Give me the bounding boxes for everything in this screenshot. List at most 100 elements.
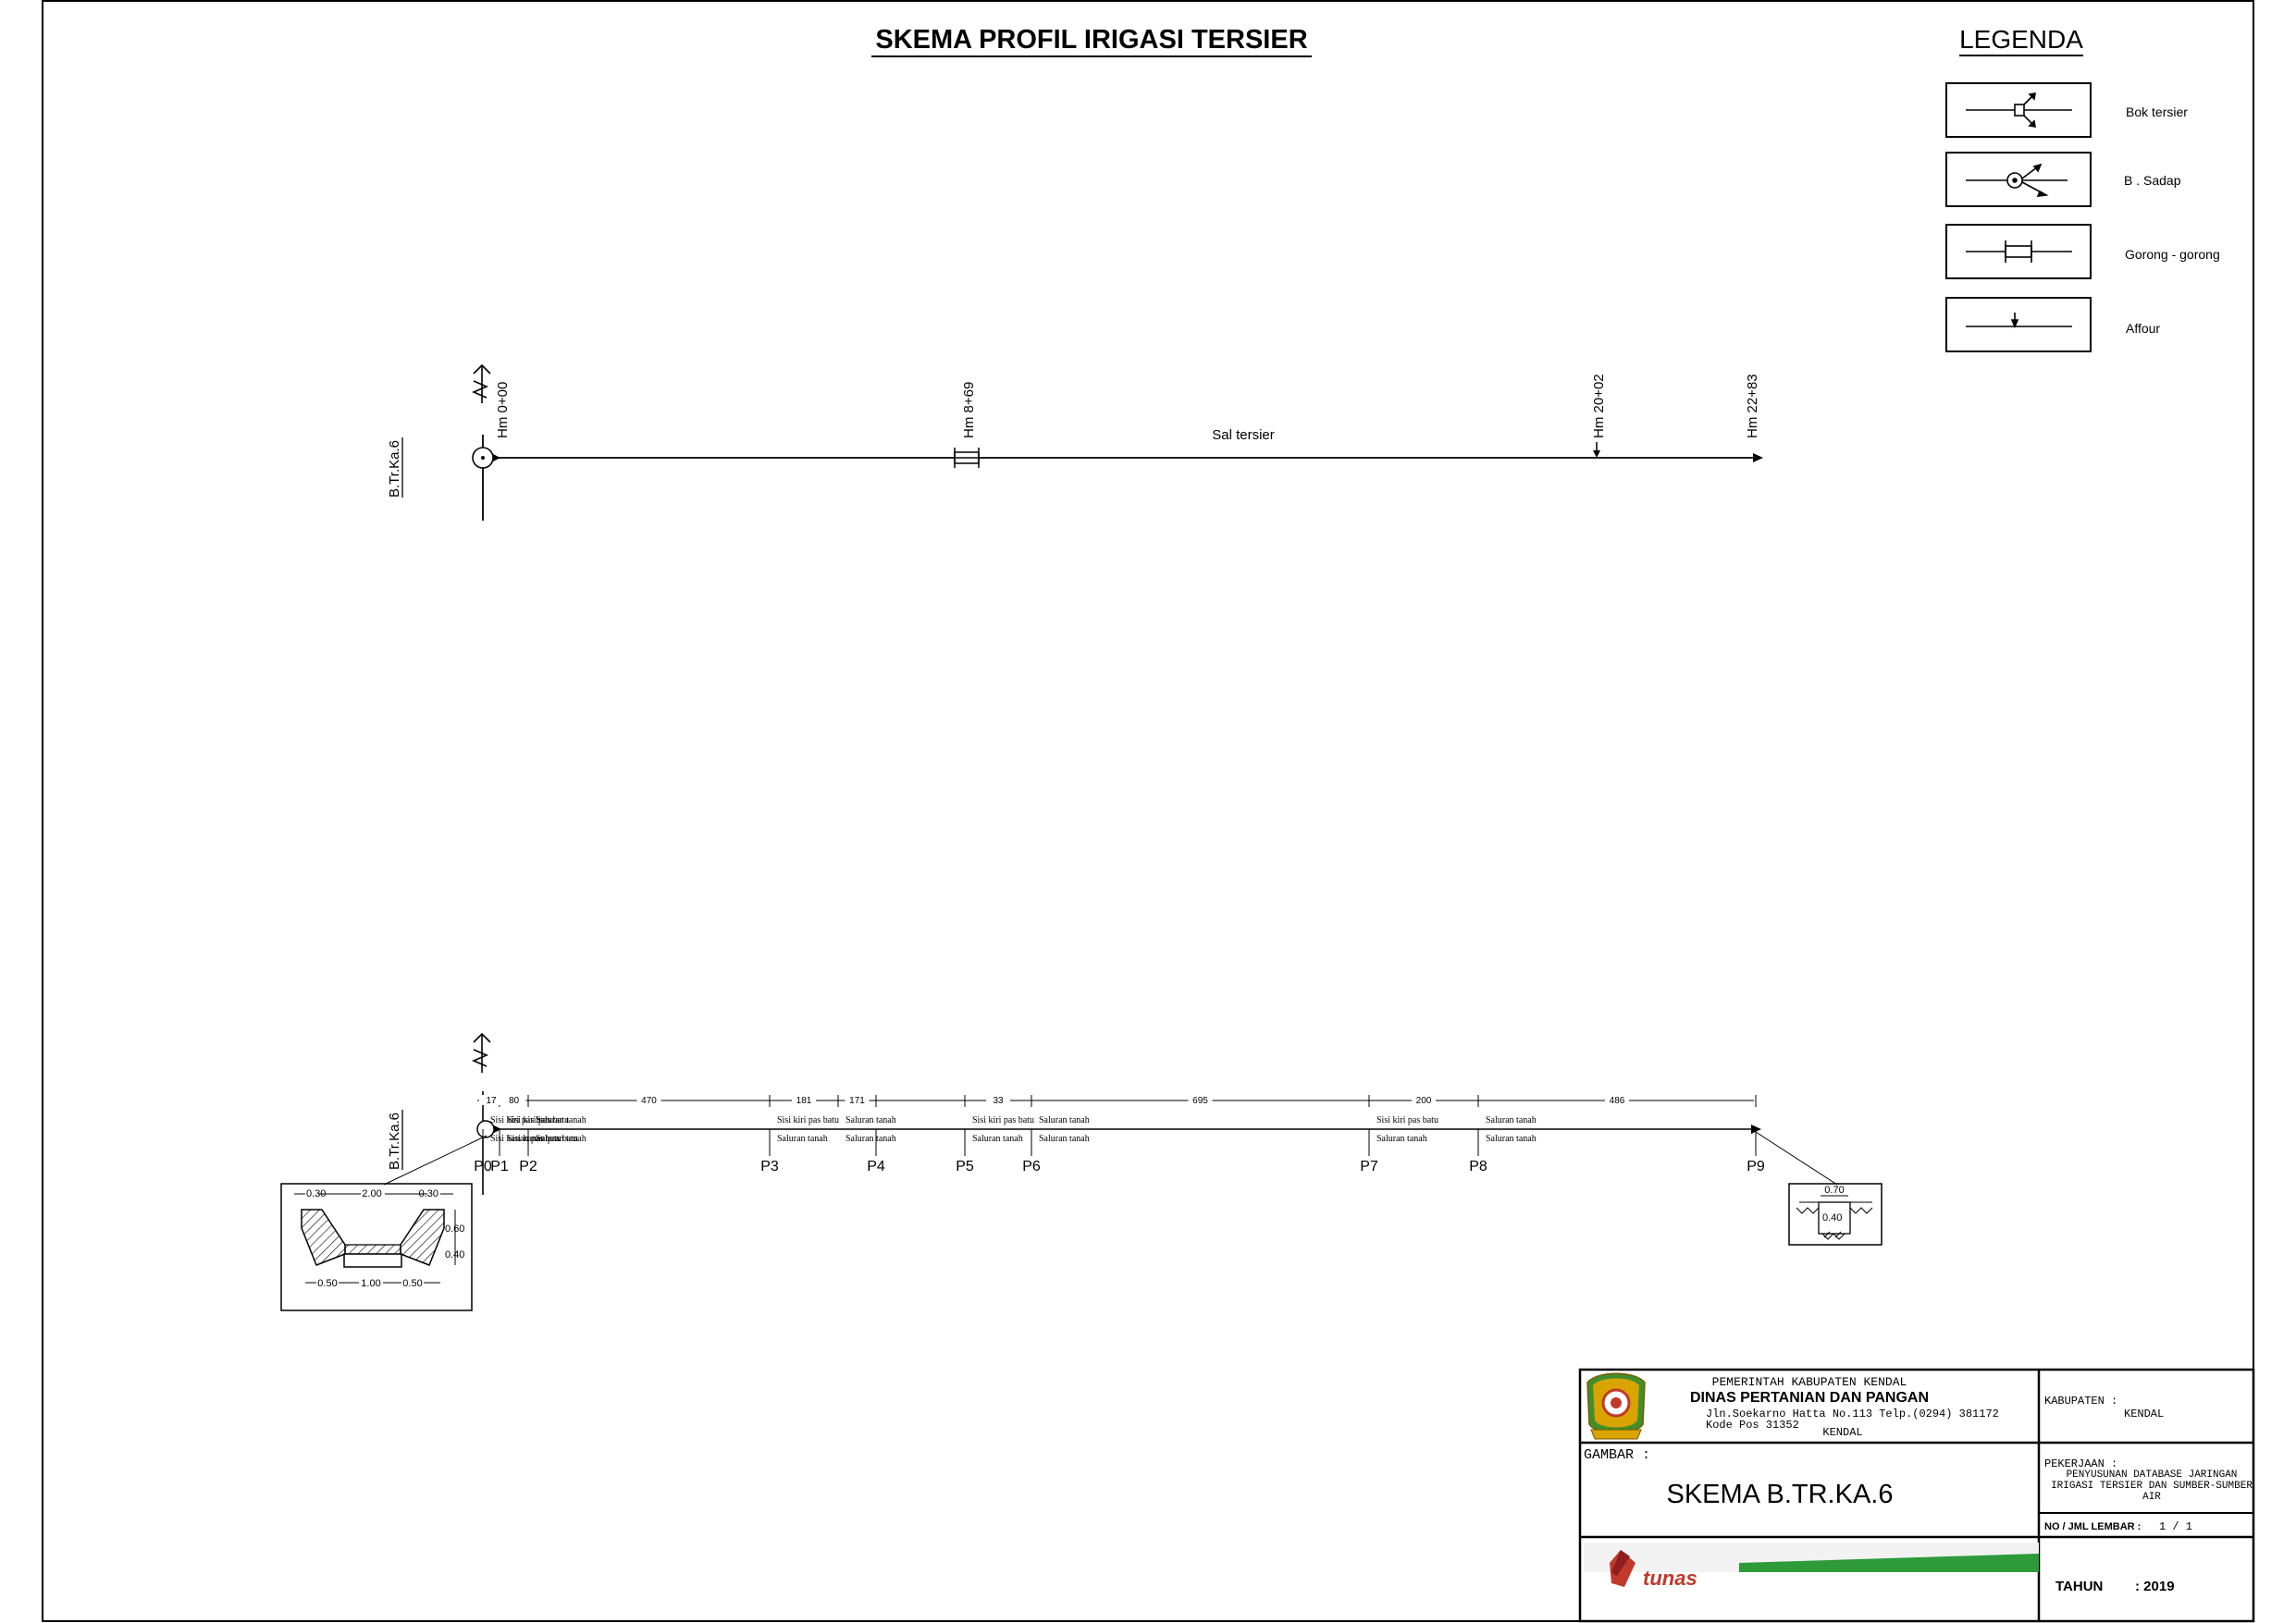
segment-length-bg [986,1095,1010,1105]
affour-symbol-icon [1966,313,2072,329]
left-section-pipe [343,1253,402,1268]
title-block-frame [1578,1368,2255,1623]
left-section-floor [344,1244,401,1255]
segment-length-bg [479,1095,503,1105]
tb-pekerjaan-line-2: AIR [2142,1492,2161,1503]
segment-left-bank: Sisi kiri pas batu [1376,1115,1438,1125]
left-section-bottom-dim-bg2 [401,1277,424,1288]
schema-sadap-dot [481,456,485,460]
schema-station-0: Hm 0+00 [495,382,511,438]
water-source-icon [471,363,491,403]
profile-start-arrow [494,1125,501,1133]
gorong-gorong-symbol-icon [1966,240,2072,263]
profile-water-source-icon [471,1032,491,1073]
tb-tahun-value: : 2019 [2135,1579,2175,1594]
segment-length-bg [1605,1095,1629,1105]
tb-kabupaten-label: KABUPATEN : [2044,1395,2117,1408]
schema-station-3: Hm 22+83 [1745,374,1760,438]
segment-length: 80 [509,1096,520,1106]
tb-tahun-label: TAHUN [2055,1579,2103,1594]
left-section-bottom-2: 0.50 [402,1278,422,1289]
left-cross-section: 0.30 2.00 0.30 0.60 0.40 0.50 1.00 0.50 [280,1183,473,1311]
left-section-top-dim-bg2 [427,1187,440,1199]
tb-sheet-label: NO / JML LEMBAR : [2044,1521,2141,1532]
segment-left-bank: Sisi kiri pas batu [490,1115,552,1125]
segment-right-bank: Saluran tanah [1486,1134,1537,1144]
tb-address1: Jln.Soekarno Hatta No.113 Telp.(0294) 38… [1706,1408,1999,1420]
segment-left-bank: Sisi kiri pas batu [507,1115,569,1125]
legend: LEGENDA Bok tersier B . Sadap [1945,25,2220,352]
tunas-logo-icon: tunas [1584,1543,2039,1590]
left-section-bottom-1: 1.00 [361,1278,380,1289]
schema-channel-arrow [1753,453,1763,462]
left-section-frame [280,1183,473,1311]
segment-length: 200 [1416,1096,1432,1106]
legend-box-bok-tersier [1945,82,2092,138]
profile-point-label: P8 [1469,1159,1487,1174]
left-section-top-0: 0.30 [306,1188,326,1199]
title-block: PEMERINTAH KABUPATEN KENDAL DINAS PERTAN… [1578,1368,2255,1623]
segment-length: 171 [849,1096,865,1106]
left-section-wall-left [301,1209,346,1266]
segment-length: 486 [1610,1096,1625,1106]
legend-box-sadap [1945,152,2092,207]
drawing-title: SKEMA PROFIL IRIGASI TERSIER [875,25,1307,55]
kendal-emblem-icon [1586,1372,1646,1440]
right-section-inner: 0.40 [1822,1212,1842,1223]
segment-left-bank: Sisi kiri pas batu [777,1115,839,1125]
schema-station-1: Hm 8+69 [961,382,977,438]
profile-point-label: P0 [474,1159,492,1174]
segment-right-bank: Sisi kanan pas batu [490,1134,562,1144]
tb-gambar-value: SKEMA B.TR.KA.6 [1667,1480,1894,1509]
tb-pekerjaan-line-1: IRIGASI TERSIER DAN SUMBER-SUMBER [2051,1481,2253,1492]
profile-point-label: P4 [867,1159,885,1174]
bok-tersier-symbol-icon [1966,92,2072,128]
right-section-leader [1755,1131,1838,1186]
segment-length-bg [1188,1095,1213,1105]
tb-city: KENDAL [1822,1426,1862,1439]
schema-start-arrow [493,454,500,461]
schema-affour-icon [1593,442,1600,458]
segment-right-bank: Saluran tanah [777,1134,828,1144]
profile-source-label: B.Tr.Ka.6 [387,1113,402,1170]
schema-station-2: Hm 20+02 [1591,374,1607,438]
segment-right-bank: Saluran tanah [1376,1134,1427,1144]
tunas-logo-text: tunas [1643,1567,1697,1590]
tb-pekerjaan-line-0: PENYUSUNAN DATABASE JARINGAN [2067,1469,2238,1481]
segment-length: 181 [796,1096,812,1106]
segment-left-bank: Saluran tanah [846,1115,896,1125]
left-section-bottom-0: 0.50 [317,1278,337,1289]
tb-kabupaten-value: KENDAL [2124,1408,2164,1420]
left-section-right-0: 0.60 [445,1223,464,1235]
legend-label-sadap: B . Sadap [2124,173,2181,188]
left-section-top-1: 2.00 [362,1188,381,1199]
legend-label-affour: Affour [2126,321,2160,336]
segment-right-bank: Saluran tanah [972,1134,1023,1144]
soil-hatch-icon [1796,1207,1873,1240]
profile-point-label: P3 [760,1159,779,1174]
left-section-top-2: 0.30 [419,1188,438,1199]
segment-left-bank: Saluran tanah [536,1115,586,1125]
schema-gorong-icon [954,448,980,468]
segment-length: 33 [993,1096,1004,1106]
left-section-wall-right [400,1209,445,1266]
left-section-top-dim-bg1 [361,1187,385,1199]
tb-gov: PEMERINTAH KABUPATEN KENDAL [1712,1375,1907,1389]
right-cross-section: 0.70 0.40 [1788,1183,1882,1246]
profile-point-label: P1 [490,1159,509,1174]
legend-box-gorong [1945,224,2092,279]
profile-point-label: P5 [956,1159,974,1174]
segment-left-bank: Saluran tanah [1486,1115,1537,1125]
tb-address2: Kode Pos 31352 [1706,1419,1799,1432]
sheet-border [42,0,2254,1622]
legend-label-bok-tersier: Bok tersier [2126,105,2188,119]
left-section-bottom-dim-bg1 [359,1277,383,1288]
segment-length: 17 [486,1096,497,1106]
segment-length-bg [636,1095,661,1105]
legend-heading: LEGENDA [1959,25,2083,54]
schema-source-label: B.Tr.Ka.6 [387,440,402,498]
legend-label-gorong: Gorong - gorong [2125,247,2220,262]
